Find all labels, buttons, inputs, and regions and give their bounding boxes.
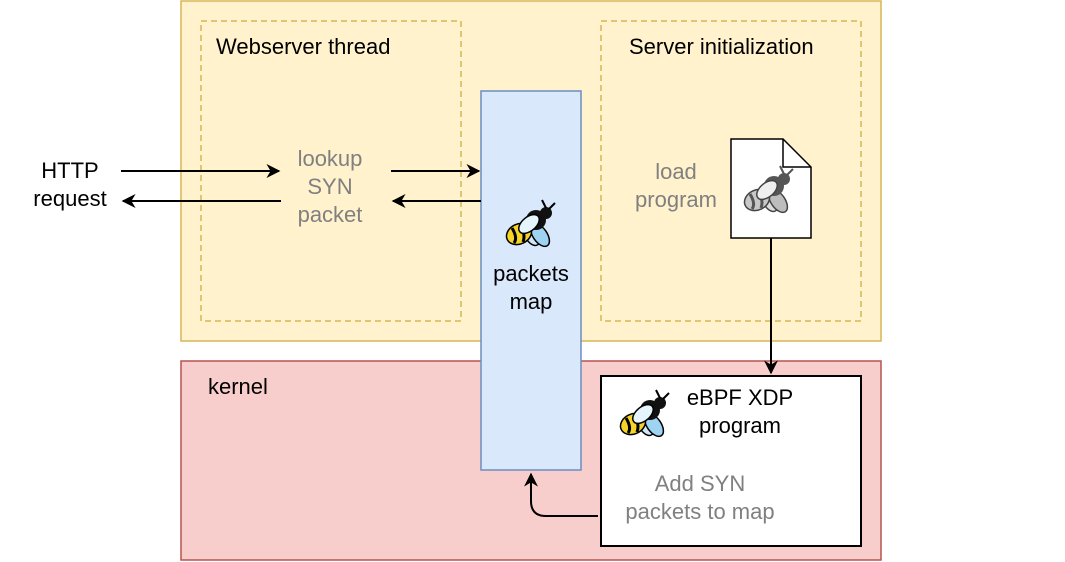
lookup-line2: SYN — [307, 174, 353, 199]
http-line1: HTTP — [41, 158, 99, 183]
load-line1: load — [655, 159, 697, 184]
lookup-line3: packet — [297, 202, 363, 227]
http-line2: request — [33, 186, 107, 211]
xdp-action-line2: packets to map — [625, 499, 775, 524]
lookup-syn-label: lookup SYN packet — [280, 145, 380, 229]
packets-map-box — [480, 90, 582, 471]
xdp-action-line1: Add SYN — [654, 471, 746, 496]
packets-map-label: packets map — [481, 260, 581, 316]
load-line2: program — [635, 187, 717, 212]
webserver-thread-title: Webserver thread — [216, 34, 391, 59]
kernel-label: kernel — [208, 374, 268, 399]
server-init-title: Server initialization — [629, 34, 814, 59]
program-document-icon — [730, 138, 812, 239]
xdp-to-map-arrow — [524, 472, 598, 517]
xdp-program-title: eBPF XDP program — [670, 384, 810, 440]
http-request-label: HTTP request — [20, 157, 120, 213]
lookup-line1: lookup — [297, 146, 363, 171]
packets-map-line2: map — [509, 289, 553, 314]
xdp-title-line1: eBPF XDP — [686, 385, 794, 410]
packets-map-line1: packets — [493, 261, 569, 286]
server-init-box — [600, 20, 862, 322]
xdp-title-line2: program — [699, 413, 781, 438]
load-program-label: load program — [626, 158, 726, 214]
xdp-action-label: Add SYN packets to map — [610, 470, 790, 526]
